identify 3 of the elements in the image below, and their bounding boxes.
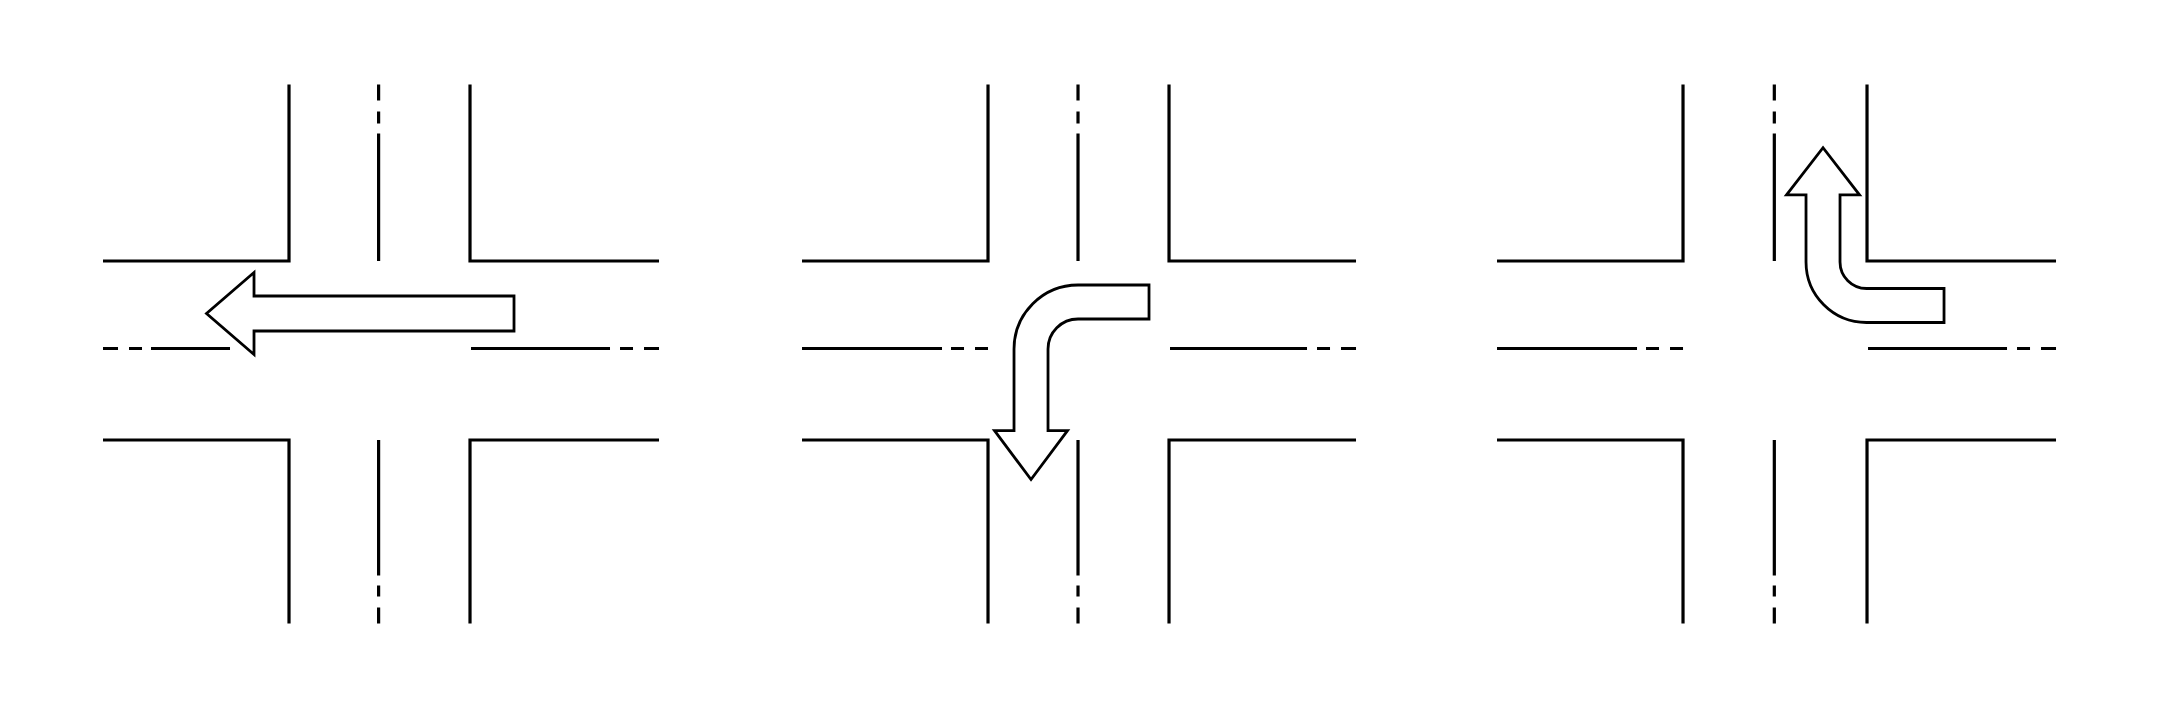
- road-intersection: [1495, 82, 2058, 626]
- road-intersection: [101, 82, 661, 626]
- road-intersection: [800, 82, 1358, 626]
